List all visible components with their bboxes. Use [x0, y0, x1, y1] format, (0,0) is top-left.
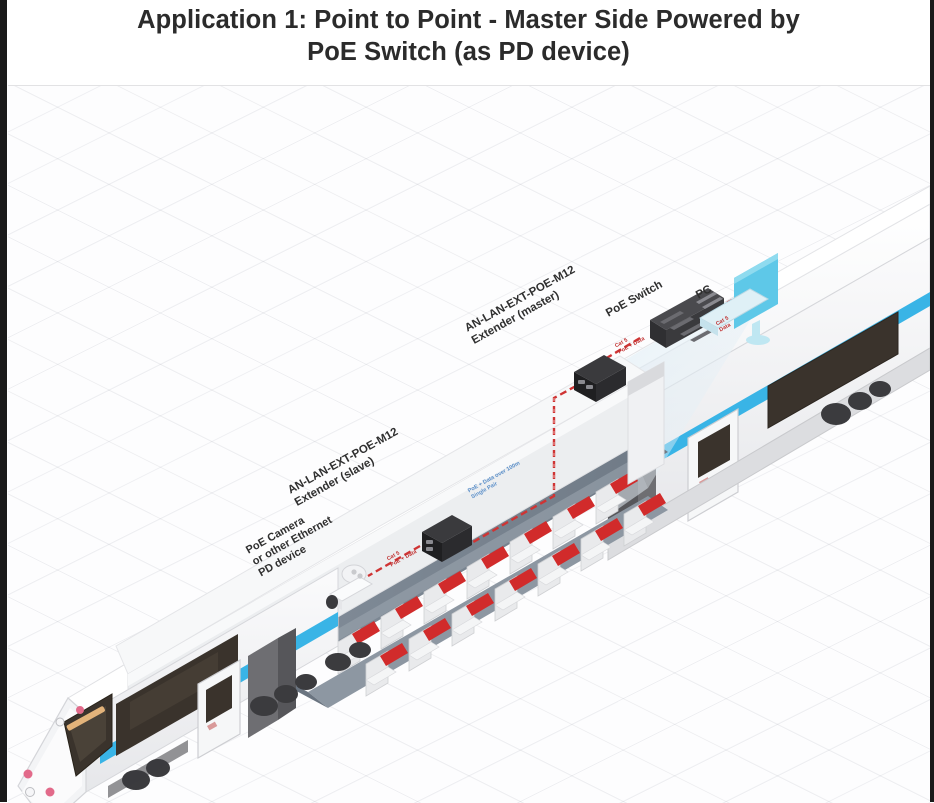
poe-camera-device	[326, 564, 374, 610]
cable-slave-to-camera	[367, 544, 421, 578]
page-title: Application 1: Point to Point - Master S…	[89, 4, 849, 68]
cable-master-to-trunk	[507, 384, 577, 524]
train-car-front	[17, 355, 668, 803]
train-nose	[17, 634, 238, 803]
bogie-rear	[821, 381, 891, 425]
train-door-front	[197, 658, 241, 760]
title-line-2: PoE Switch (as PD device)	[307, 38, 630, 67]
title-line-1: Application 1: Point to Point - Master S…	[137, 6, 800, 34]
page-edge-right	[930, 0, 934, 802]
isometric-scene: AN-LAN-EXT-POE-M12 Extender (master) PoE…	[8, 86, 930, 803]
page-edge-left	[0, 0, 7, 802]
master-extender-device	[574, 355, 626, 402]
diagram-panel: AN-LAN-EXT-POE-M12 Extender (master) PoE…	[8, 85, 930, 803]
poe-switch-device	[650, 288, 724, 348]
header: Application 1: Point to Point - Master S…	[7, 0, 930, 84]
pc-keyboard	[698, 288, 770, 336]
slave-extender-device	[422, 515, 472, 562]
